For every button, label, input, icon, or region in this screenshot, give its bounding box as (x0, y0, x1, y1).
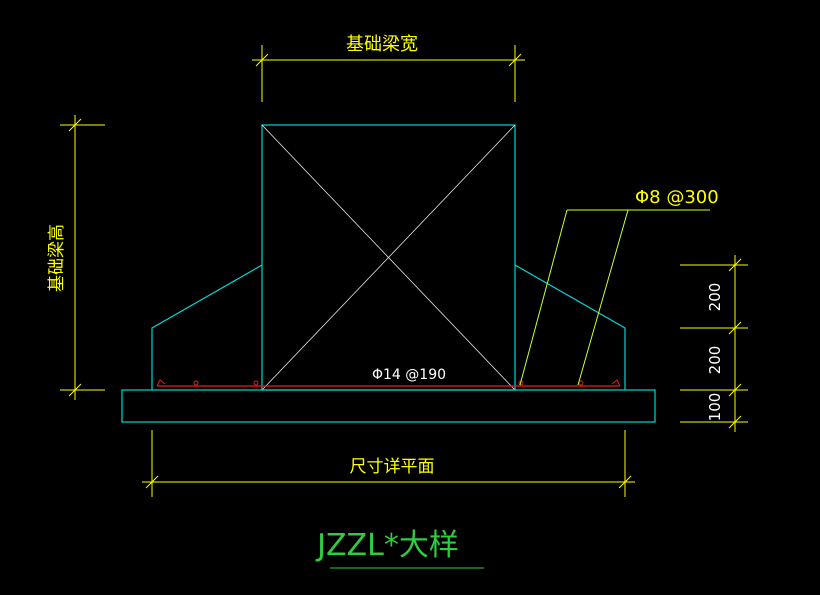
dim-right-tick-3 (728, 383, 742, 397)
stirrup-leader-2 (577, 209, 629, 386)
dim-top-tick-left (255, 53, 269, 67)
dim-right-tick-2 (728, 321, 742, 335)
beam-height-label: 基础梁高 (47, 224, 67, 292)
base-slab-outline (121, 389, 656, 423)
rebar-dot (578, 380, 584, 386)
left-haunch-outline (151, 264, 263, 390)
dim-left-tick-bottom (68, 383, 82, 397)
stirrup-note: Φ8 @300 (635, 187, 719, 208)
rebar-dot (253, 380, 259, 386)
rebar-hook-left (156, 379, 166, 387)
stirrup-leader-1 (519, 209, 568, 386)
dim-right-tick-4 (728, 415, 742, 429)
right-haunch-outline (514, 264, 626, 390)
dim-bottom-tick-left (145, 475, 159, 489)
dim-right-tick-1 (728, 258, 742, 272)
drawing-title: JZZL*大样 (315, 528, 459, 563)
bottom-rebar-note: Φ14 @190 (372, 367, 446, 383)
dim-value-100: 100 (706, 393, 724, 422)
rebar-hook-right (611, 379, 621, 387)
dim-left-tick-top (68, 118, 82, 132)
dim-value-200-mid: 200 (706, 346, 724, 375)
dim-value-200-top: 200 (706, 283, 724, 312)
dim-top-tick-right (508, 53, 522, 67)
beam-width-label: 基础梁宽 (346, 34, 418, 55)
beam-diagonal-2 (261, 124, 516, 391)
plan-size-label: 尺寸详平面 (350, 457, 435, 477)
dim-bottom-tick-right (618, 475, 632, 489)
rebar-dot (193, 380, 199, 386)
